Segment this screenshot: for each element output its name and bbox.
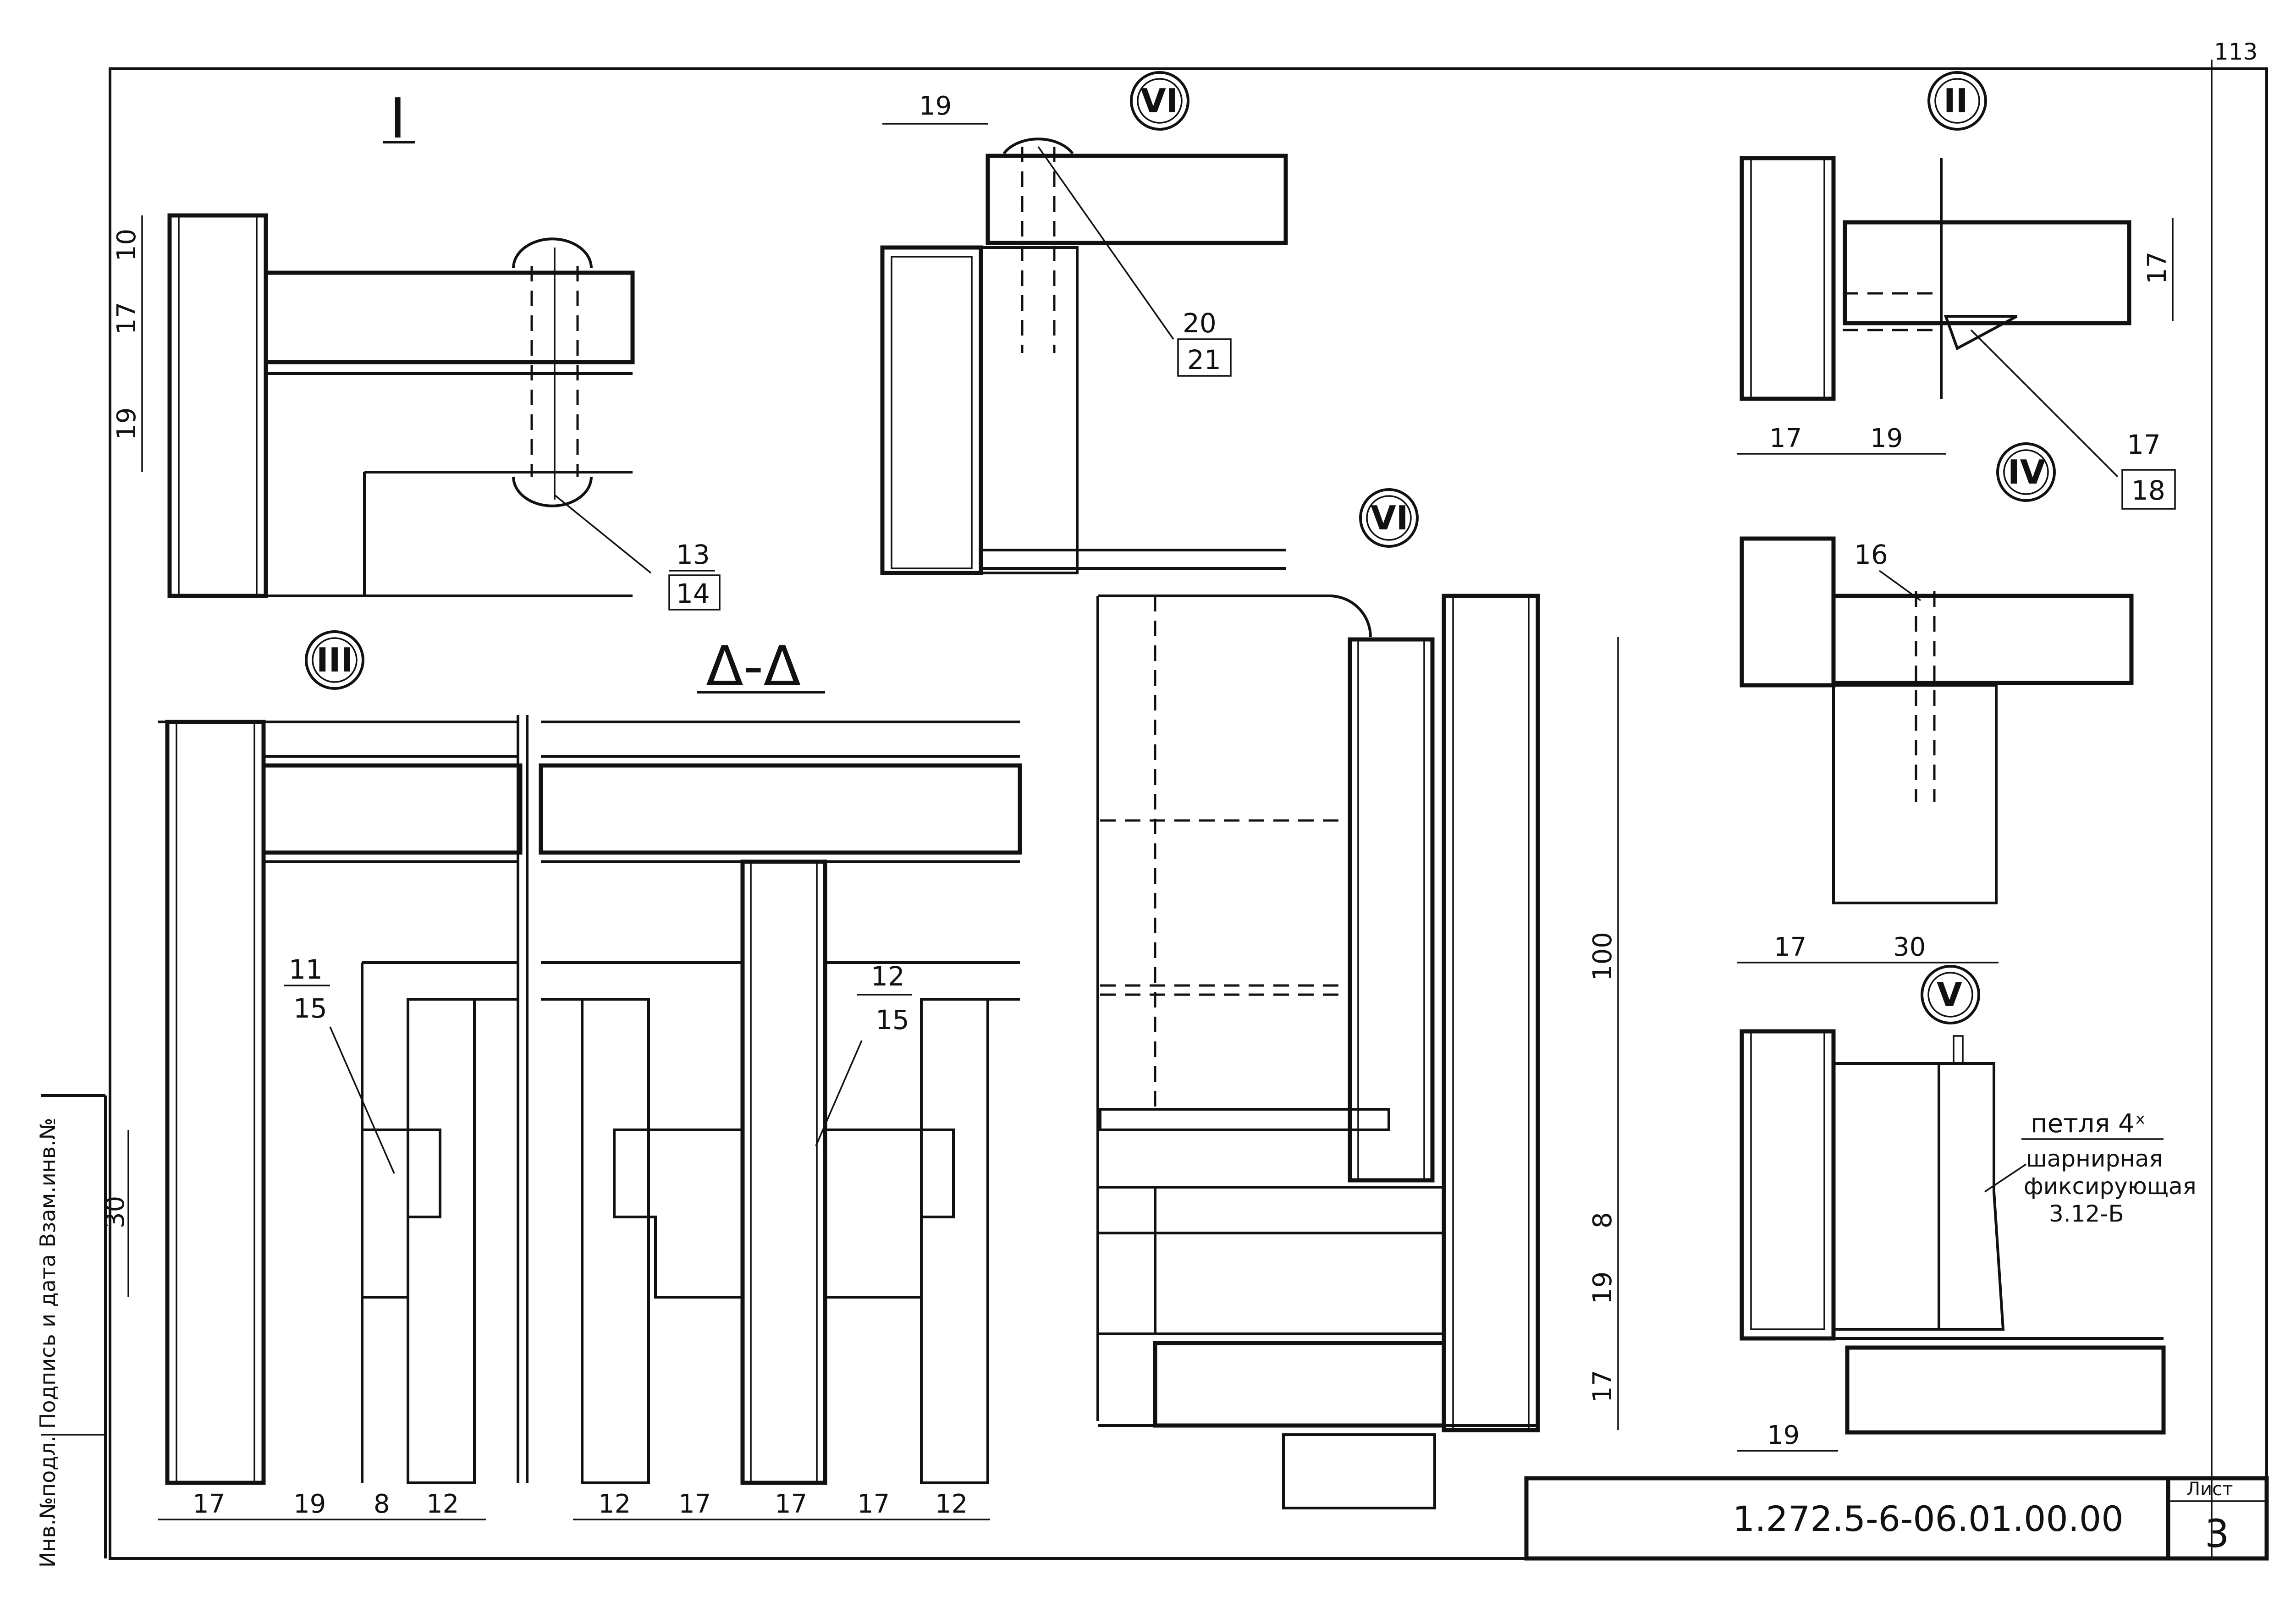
view-III-dim-8: 8: [374, 1489, 390, 1519]
view-I-dim-10: 10: [112, 229, 142, 261]
view-VI-dim-17: 17: [1588, 1370, 1618, 1403]
title-block: 1.272.5-6-06.01.00.00 Лист 3: [1524, 1476, 2269, 1561]
section-AA-title: Δ-Δ: [706, 635, 801, 699]
view-VI: VI 100 8 19 17: [1096, 488, 1619, 1509]
view-V-note-4: 3.12-Б: [2049, 1200, 2124, 1227]
view-VI-title: VI: [1371, 499, 1409, 537]
view-V-note-3: фиксирующая: [2024, 1173, 2197, 1200]
section-AA-callout-bottom: 15: [875, 1004, 909, 1035]
view-VI-top-callout-bottom: 21: [1187, 344, 1221, 375]
view-II-dim-17-vert: 17: [2142, 252, 2172, 284]
view-VI-dim-100: 100: [1588, 932, 1618, 981]
section-AA-dim-12a: 12: [598, 1489, 631, 1519]
view-V-title: V: [1937, 975, 1962, 1014]
view-I-title: I: [390, 87, 406, 151]
view-II-title: II: [1944, 82, 1968, 120]
view-VI-top-callout-top: 20: [1183, 308, 1217, 339]
view-I-callout-top: 13: [676, 539, 710, 570]
view-I-dim-17: 17: [112, 302, 142, 335]
view-II-dim-19: 19: [1870, 424, 1903, 453]
view-V: V петля 4ˣ шарнирная фиксирующая 3.12-Б …: [1737, 965, 2197, 1452]
section-AA-dim-12b: 12: [935, 1489, 968, 1519]
view-V-dim-19: 19: [1767, 1420, 1800, 1450]
view-II: II 17 18 17 17 19: [1737, 71, 2176, 510]
view-II-callout-bottom: 18: [2131, 475, 2165, 506]
view-III: III 11 15 30 17 19 8 12: [100, 630, 529, 1520]
view-III-dim-17: 17: [193, 1489, 225, 1519]
view-VI-top-dim-19: 19: [919, 91, 952, 121]
side-stamp: Инв.№подл. Подпись и дата Взам.инв.№: [35, 1094, 107, 1568]
sheet-frame: 11 3: [109, 39, 2268, 1560]
view-I: I 13 14 10 17 19: [112, 87, 721, 611]
section-AA-dim-17a: 17: [678, 1489, 711, 1519]
sheet-label: Лист: [2186, 1479, 2233, 1500]
corner-mark: 113: [2214, 39, 2257, 65]
view-IV-dim-30: 30: [1893, 932, 1926, 962]
view-IV: IV 16 17 30: [1737, 442, 2134, 963]
view-III-callout-bottom: 15: [293, 993, 327, 1024]
sheet-number: 3: [2205, 1511, 2229, 1556]
section-AA-dim-17c: 17: [857, 1489, 890, 1519]
view-III-dim-30: 30: [100, 1196, 130, 1228]
view-VI-top-title: VI: [1140, 82, 1178, 120]
drawing-code: 1.272.5-6-06.01.00.00: [1733, 1498, 2124, 1539]
view-III-callout-top: 11: [289, 954, 323, 985]
side-stamp-text: Инв.№подл. Подпись и дата Взам.инв.№: [35, 1118, 60, 1568]
view-VI-top: VI 20 21 19: [880, 71, 1288, 575]
view-II-callout-top: 17: [2127, 429, 2161, 460]
section-AA-dim-17b: 17: [775, 1489, 807, 1519]
view-III-dim-19: 19: [293, 1489, 326, 1519]
section-AA-callout-top: 12: [871, 961, 905, 992]
view-II-dim-17: 17: [1769, 424, 1802, 453]
view-I-callout-bottom: 14: [676, 578, 710, 609]
view-I-dim-19: 19: [112, 407, 142, 440]
view-IV-dim-17: 17: [1774, 932, 1806, 962]
view-VI-dim-19: 19: [1588, 1272, 1618, 1304]
view-VI-dim-8: 8: [1588, 1212, 1618, 1228]
view-V-note-1: петля 4ˣ: [2031, 1109, 2146, 1139]
view-III-dim-12: 12: [426, 1489, 459, 1519]
view-IV-callout: 16: [1854, 539, 1888, 570]
section-AA: Δ-Δ 12 15 12 17 17 17 12: [539, 635, 1022, 1520]
view-V-note-2: шарнирная: [2026, 1145, 2163, 1172]
view-III-title: III: [316, 641, 353, 679]
view-IV-title: IV: [2008, 453, 2046, 491]
